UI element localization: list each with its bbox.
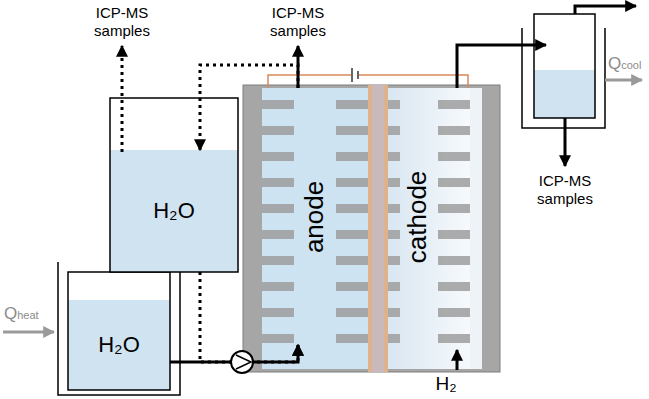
tank-water: H₂O <box>68 300 170 390</box>
sample-label: ICP-MS samples <box>88 4 156 40</box>
electrode-layer <box>369 85 372 372</box>
heat-flow-label: Qheat <box>4 304 39 325</box>
tank-outline <box>110 98 238 272</box>
cathode-compartment: cathode <box>396 88 440 345</box>
gas-inlet-label: H₂ <box>434 373 458 395</box>
sample-arrow <box>564 118 567 166</box>
pump-symbol <box>231 351 253 373</box>
sampling-line <box>200 272 298 362</box>
separator-outline <box>534 14 595 118</box>
heat-flow-label: Qcool <box>608 54 641 75</box>
sample-arrow <box>121 46 124 152</box>
gas-inlet-arrow <box>456 350 459 370</box>
tank-outline <box>68 272 170 390</box>
compartment-label: cathode <box>403 170 433 263</box>
water-fill <box>534 70 595 118</box>
separator-body <box>534 14 595 118</box>
gas-outlet-pipe <box>575 6 636 14</box>
anode-chamber <box>262 88 368 369</box>
heat-flow-arrow <box>605 79 642 82</box>
cathode-backing <box>470 88 482 369</box>
battery-symbol <box>357 71 359 79</box>
battery-symbol <box>351 68 353 82</box>
water-fill <box>68 300 170 390</box>
flow-field-bars <box>262 100 470 343</box>
water-fill <box>110 150 238 272</box>
node-text: H₂O <box>153 198 195 223</box>
pump-symbol <box>236 355 251 369</box>
compartment-label: anode <box>300 180 330 252</box>
wire <box>359 75 468 88</box>
heat-flow-arrow <box>3 331 54 334</box>
heating-jacket <box>58 262 180 395</box>
cathode-outlet-pipe <box>457 45 546 88</box>
cathode-chamber <box>388 88 470 369</box>
sample-label: ICP-MS samples <box>264 4 332 40</box>
sample-label: ICP-MS samples <box>531 172 599 208</box>
wire <box>268 75 351 88</box>
electrode-layer <box>385 85 388 372</box>
anode-compartment: anode <box>262 88 368 345</box>
cell-housing <box>243 85 500 372</box>
membrane <box>368 85 388 372</box>
node-text: H₂O <box>98 332 140 357</box>
tank-water: H₂O <box>110 150 238 272</box>
sampling-line <box>200 65 298 150</box>
